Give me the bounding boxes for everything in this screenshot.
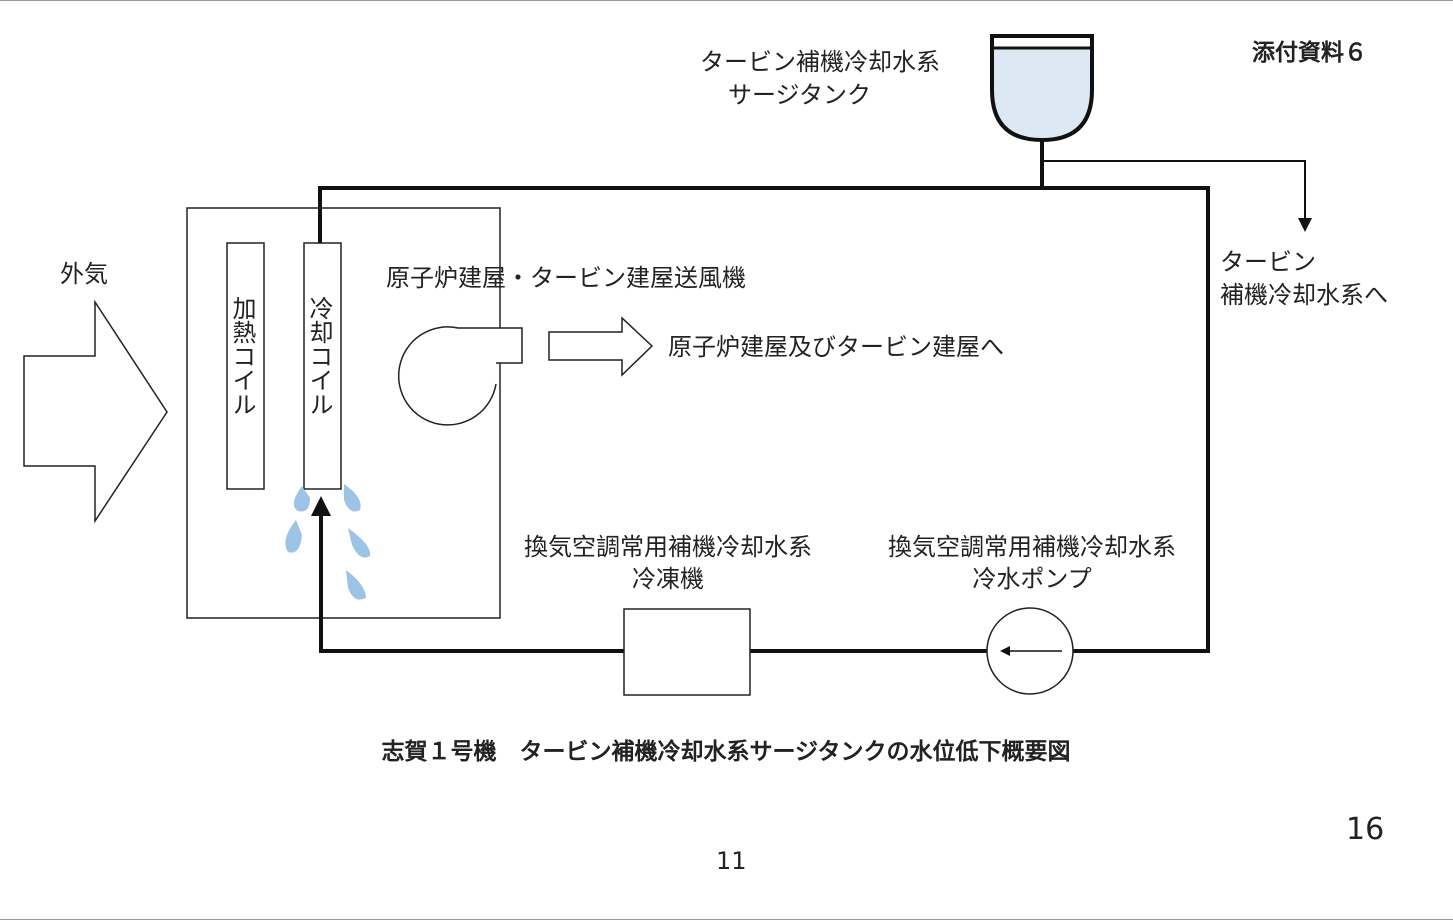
surge-tank-outline [990, 34, 1094, 143]
droplet [293, 486, 310, 512]
to-turbine-cooling-line1: タービン [1220, 248, 1316, 276]
surge-tank-water [992, 48, 1092, 140]
attachment-label: 添付資料６ [1252, 40, 1367, 66]
fan-label: 原子炉建屋・タービン建屋送風機 [386, 264, 746, 292]
droplet [344, 484, 361, 512]
heating-coil-label: 加熱コイル [228, 296, 256, 416]
cooling-coil [303, 242, 342, 490]
pump-label-line1: 換気空調常用補機冷却水系 [888, 533, 1176, 561]
cooling-coil-label: 冷却コイル [305, 296, 333, 416]
branch-arrowhead [1298, 218, 1312, 232]
droplet [346, 570, 366, 600]
outside-air-label: 外気 [60, 260, 108, 288]
loop-top-pipe [318, 186, 1210, 653]
droplet [348, 528, 371, 558]
bottom-rule [0, 919, 1453, 920]
to-turbine-cooling-line2: 補機冷却水系へ [1220, 281, 1388, 309]
chiller-label-line2: 冷凍機 [632, 565, 704, 593]
chiller-box [623, 608, 751, 696]
supply-air-arrow-shape [548, 316, 654, 377]
pump-label-line2: 冷水ポンプ [972, 565, 1092, 593]
pump-arrowhead [1000, 646, 1010, 656]
droplet [285, 520, 302, 553]
loop-bottom-pipe-left [319, 514, 624, 653]
heating-coil [226, 242, 265, 490]
to-buildings-label: 原子炉建屋及びタービン建屋へ [668, 333, 1004, 361]
page-number-bottom: 11 [716, 847, 747, 875]
figure-caption: 志賀１号機 タービン補機冷却水系サージタンクの水位低下概要図 [381, 739, 1071, 765]
fan-housing [397, 326, 523, 426]
surge-tank-label-line2: サージタンク [728, 81, 872, 109]
outside-air-arrow-shape [23, 299, 168, 524]
chiller-label-line1: 換気空調常用補機冷却水系 [524, 533, 812, 561]
surge-tank-label-line1: タービン補機冷却水系 [700, 48, 940, 76]
condensate-droplets [285, 484, 371, 600]
top-rule [0, 0, 1453, 1]
page-number-right: 16 [1346, 812, 1385, 847]
branch-pipe [1042, 160, 1306, 222]
return-arrowhead [311, 496, 331, 516]
